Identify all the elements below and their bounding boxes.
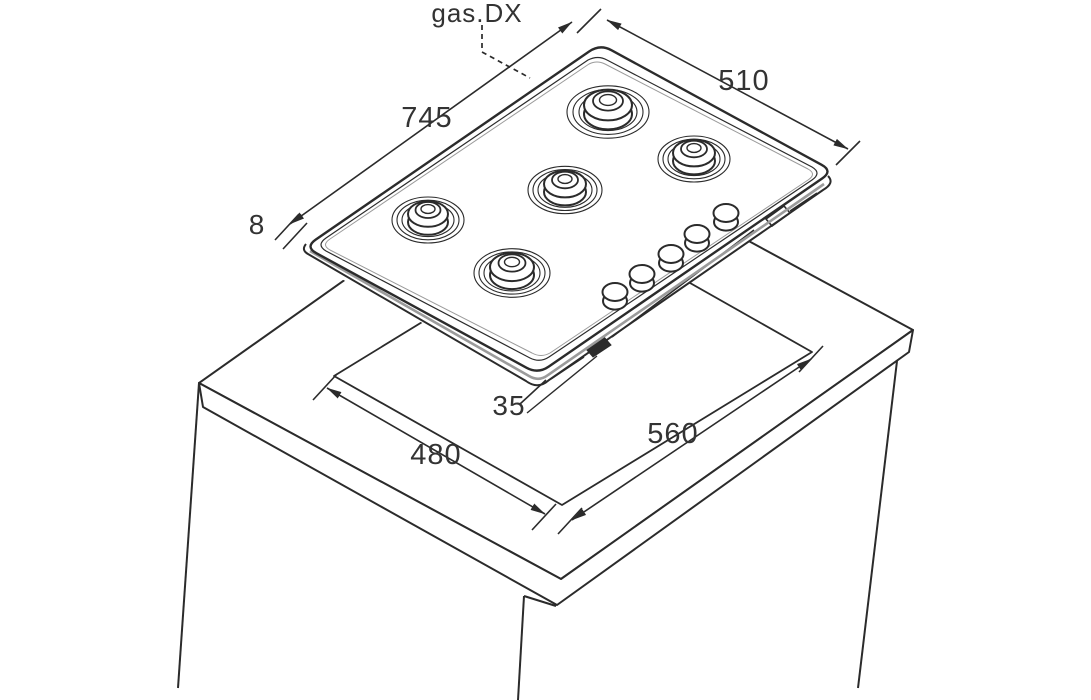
cabinet-front-edge [517,595,525,700]
control-knob [712,203,740,232]
control-knob [683,224,711,253]
dim-line-hob-width [289,21,573,225]
dim-line-cutout-depth [326,387,546,515]
dim-hob-depth-label: 510 [718,65,769,97]
hob-side-grey-band [309,182,825,381]
dim-hob-width-label: 745 [401,102,452,134]
control-knob [657,244,685,273]
dim-tick [531,503,557,531]
dim-hob-thickness-label: 8 [249,209,266,240]
labels: gas.DX 745 510 8 35 480 560 [249,0,769,471]
hob-rim-grey-line [325,61,813,356]
burner-front [473,248,551,298]
knob-top [657,244,685,264]
knob-top [712,203,740,223]
dim-tick [576,8,602,34]
dim-line-cutout-width [571,358,812,521]
dim-line-hob-depth [606,19,849,150]
knob-top [683,224,711,244]
dim-edge-clearance-label: 35 [492,390,525,421]
knob-top [601,282,629,302]
dim-tick [282,222,308,250]
burner-cap-inner [503,256,521,268]
knob-top [628,264,656,284]
hob-rim-inner-line [320,56,818,361]
hob-underside-line-right [789,192,818,212]
dim-leader-clearance [526,355,598,414]
dimension-annotations [274,8,861,535]
cabinet-left-edge [177,382,200,689]
gas-leader-dashed [481,25,531,79]
dim-tick [835,140,861,166]
dim-tick [519,379,547,405]
control-knobs [601,203,740,311]
dim-cutout-depth-label: 480 [410,439,461,471]
dim-tick [274,213,300,241]
control-knob [601,282,629,311]
burner-ring [473,248,551,298]
hob-bottom-edge [302,175,832,387]
burner-cap [497,253,527,273]
gas-connection-label: gas.DX [431,0,522,28]
dim-tick [557,507,583,535]
cabinet-front-step [523,595,557,607]
cabinet-right-edge [857,360,898,689]
dim-cutout-width-label: 560 [647,418,698,450]
dim-tick [312,373,338,401]
control-knob [628,264,656,293]
burner-rear-large [566,85,650,139]
dim-tick [798,345,824,373]
